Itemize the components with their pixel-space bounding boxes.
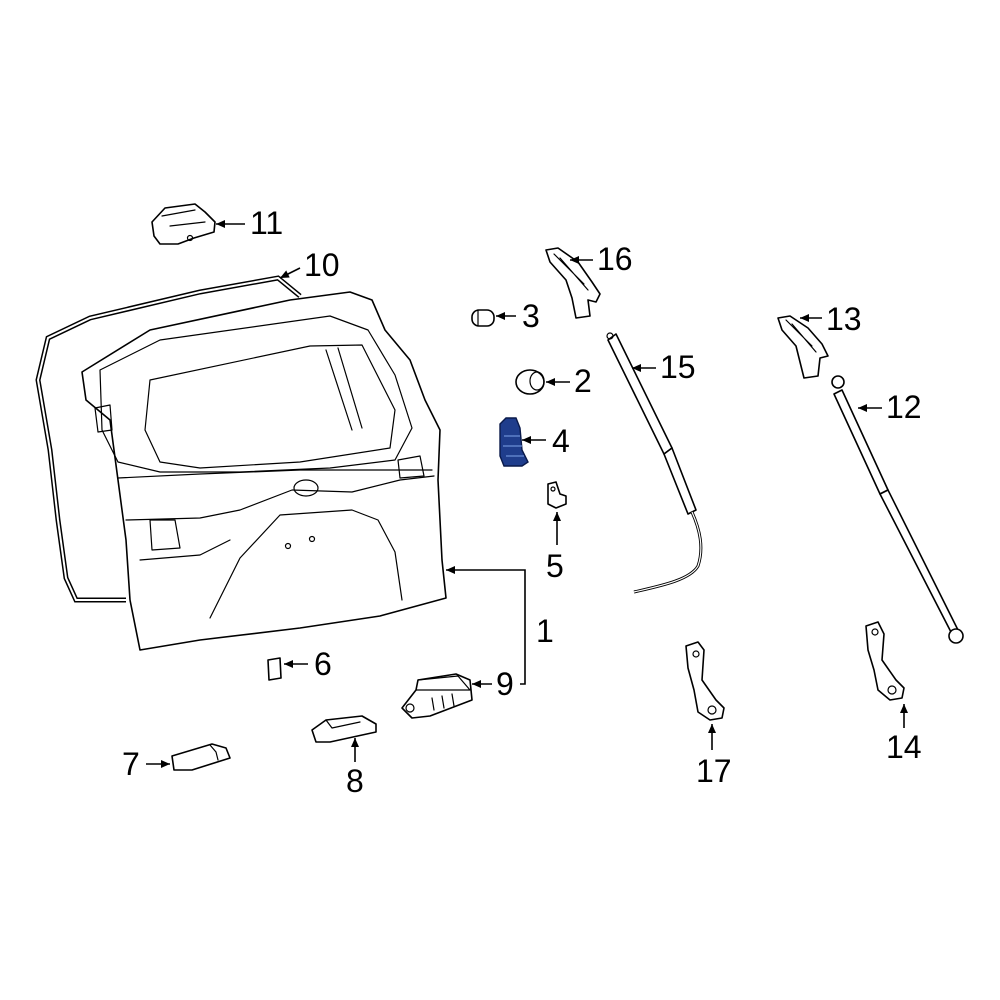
hinge-part[interactable] — [151, 203, 216, 245]
bracket-part[interactable] — [547, 481, 567, 509]
callout-7: 7 — [122, 746, 140, 782]
lower-bracket-part[interactable] — [685, 641, 725, 721]
lamp-part-8[interactable] — [311, 715, 377, 743]
control-module-part[interactable] — [401, 673, 473, 719]
upper-bracket-part-13[interactable] — [777, 315, 829, 379]
lamp-part[interactable] — [171, 743, 231, 771]
callout-16: 16 — [597, 241, 633, 277]
callout-14: 14 — [886, 729, 922, 765]
bumper-small-part[interactable] — [471, 309, 495, 327]
callout-17: 17 — [696, 753, 732, 789]
callout-12: 12 — [886, 389, 922, 425]
callout-8: 8 — [346, 763, 364, 799]
highlighted-part-4[interactable] — [499, 417, 529, 467]
callout-15: 15 — [660, 349, 696, 385]
clip-part[interactable] — [267, 657, 282, 681]
weatherstrip-seal-part[interactable] — [35, 275, 302, 603]
leader-lines — [146, 220, 908, 768]
callout-5: 5 — [546, 548, 564, 584]
callout-3: 3 — [522, 298, 540, 334]
power-strut-part[interactable] — [606, 332, 703, 594]
callout-9: 9 — [496, 666, 514, 702]
callout-4: 4 — [552, 423, 570, 459]
callout-13: 13 — [826, 301, 862, 337]
callout-1: 1 — [536, 613, 554, 649]
lower-bracket-part-14[interactable] — [865, 621, 905, 701]
liftgate-part[interactable] — [81, 291, 447, 651]
callout-11: 11 — [250, 205, 283, 241]
gas-strut-part[interactable] — [831, 375, 964, 644]
bumper-cushion-part[interactable] — [515, 369, 545, 395]
upper-bracket-part[interactable] — [545, 247, 601, 319]
callout-labels: 11 10 3 2 4 5 6 7 8 9 1 15 16 13 12 14 1… — [122, 205, 922, 799]
callout-10: 10 — [304, 247, 340, 283]
callout-6: 6 — [314, 646, 332, 682]
callout-2: 2 — [574, 363, 592, 399]
